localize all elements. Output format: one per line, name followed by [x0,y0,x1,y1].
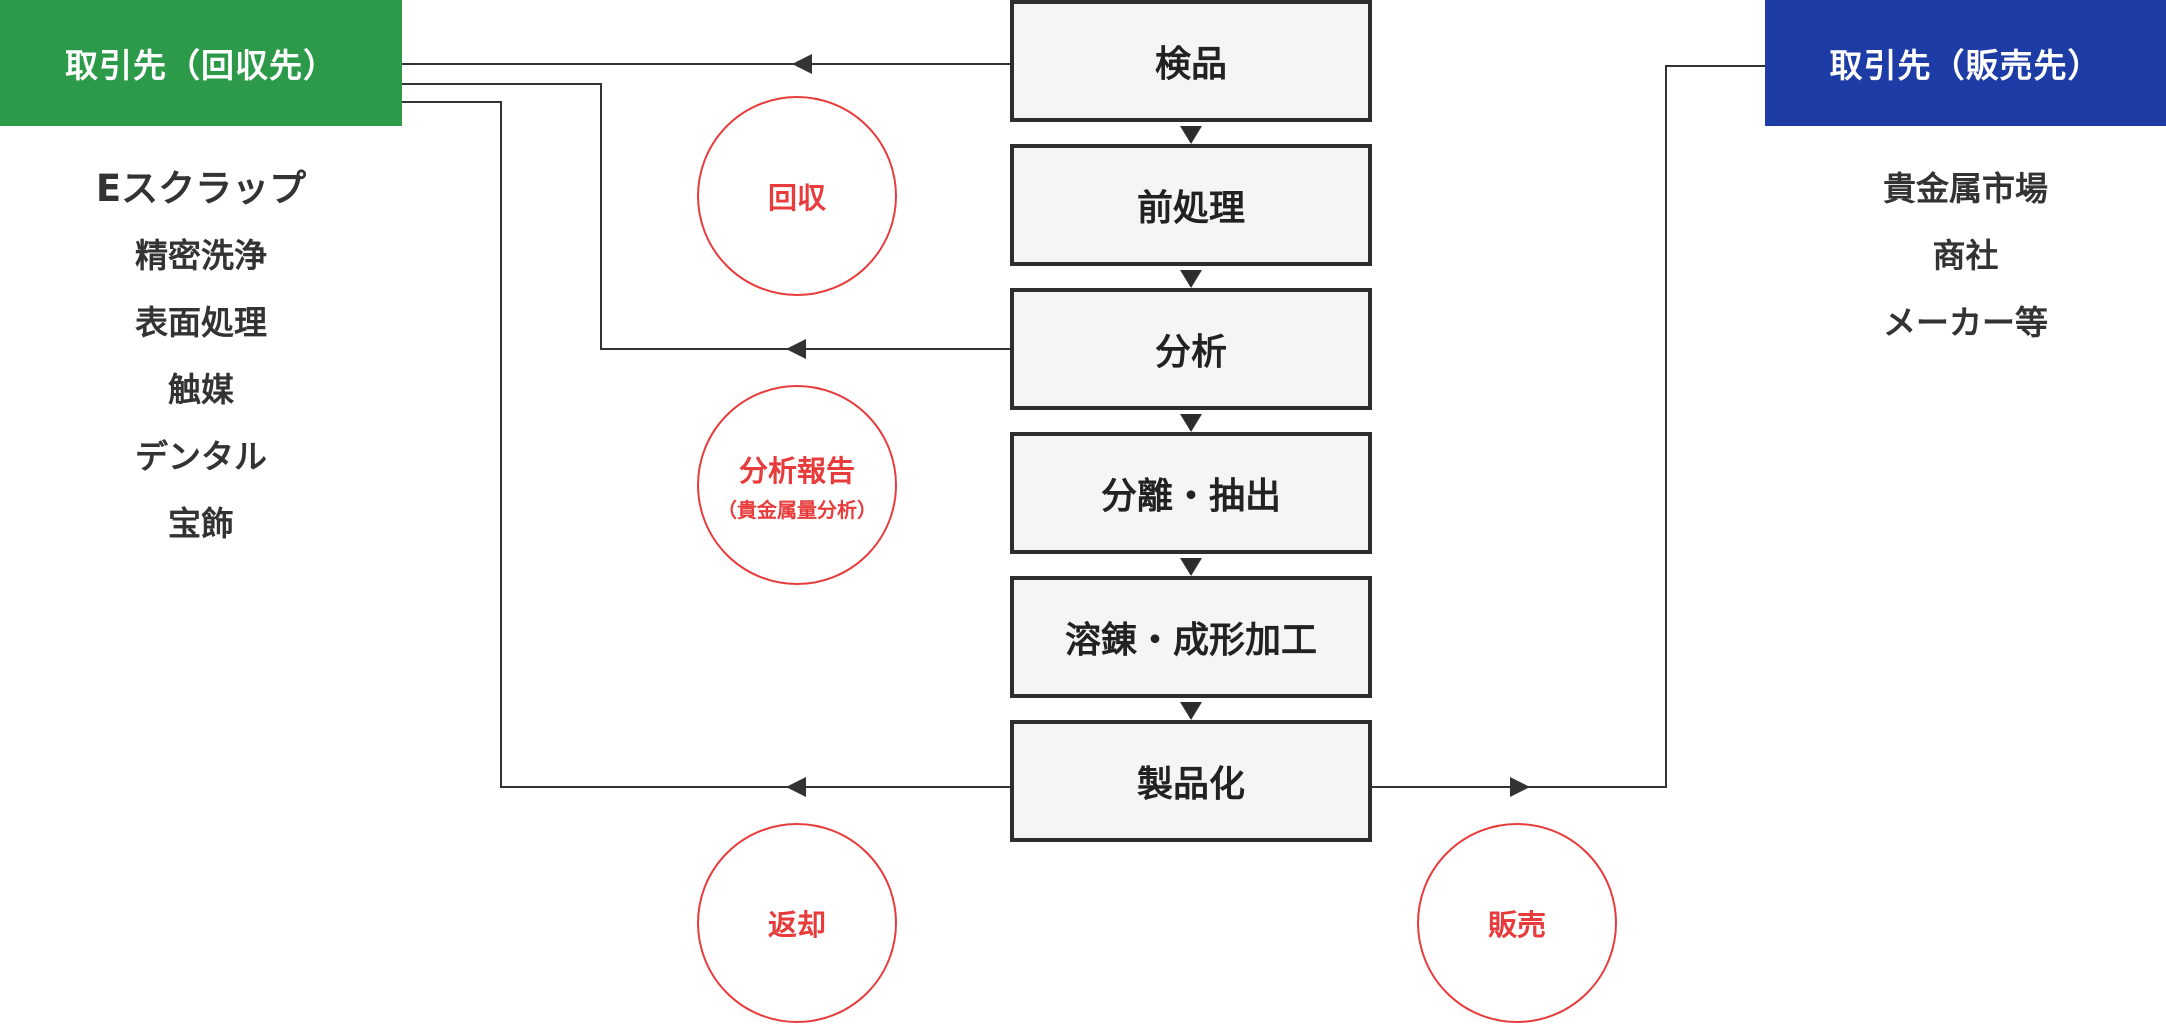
arrowhead-down-icon [1180,414,1202,432]
sell-circle: 販売 [1417,823,1617,1023]
step-label: 溶錬・成形加工 [1064,620,1317,661]
connector-product-to-sales [1372,65,1765,788]
arrowhead-down-icon [1180,126,1202,144]
step-label: 分離・抽出 [1100,476,1281,517]
collect-partner-label: 取引先（回収先） [65,46,337,85]
arrowhead-right-icon [792,54,812,74]
collect-partner-header: 取引先（回収先） [0,0,402,126]
step-label: 製品化 [1136,764,1245,805]
circle-label: 回収 [767,181,826,215]
circle-label: 分析報告 [738,453,855,488]
arrowhead-down-icon [1180,558,1202,576]
arrowhead-left-icon [786,339,806,359]
step-inspection: 検品 [1010,0,1372,122]
circle-label: 販売 [1487,908,1546,942]
step-pretreatment: 前処理 [1010,144,1372,266]
step-label: 分析 [1154,332,1227,373]
connector-product-return-to-client [402,101,1010,788]
analysis-report-circle: 分析報告 （貴金属量分析） [697,385,897,585]
sales-partner-header: 取引先（販売先） [1765,0,2166,126]
list-item: Eスクラップ [95,167,307,210]
sales-partner-label: 取引先（販売先） [1829,46,2102,85]
step-label: 検品 [1154,44,1227,85]
list-item: 触媒 [168,370,234,409]
step-productization: 製品化 [1010,720,1372,842]
list-item: メーカー等 [1883,303,2048,342]
step-separation-extraction: 分離・抽出 [1010,432,1372,554]
step-label: 前処理 [1136,188,1245,229]
list-item: デンタル [135,437,267,476]
list-item: 宝飾 [168,504,234,543]
step-smelting-forming: 溶錬・成形加工 [1010,576,1372,698]
collect-partner-list: Eスクラップ 精密洗浄 表面処理 触媒 デンタル 宝飾 [0,155,402,557]
step-analysis: 分析 [1010,288,1372,410]
arrowhead-down-icon [1180,702,1202,720]
list-item: 精密洗浄 [135,236,267,275]
list-item: 表面処理 [135,303,267,342]
list-item: 商社 [1932,236,1999,275]
list-item: 貴金属市場 [1883,169,2048,208]
collect-circle: 回収 [697,96,897,296]
arrowhead-left-icon [786,777,806,797]
circle-sublabel: （貴金属量分析） [717,497,877,522]
return-circle: 返却 [697,823,897,1023]
arrowhead-down-icon [1180,270,1202,288]
arrowhead-right-icon [1510,777,1530,797]
circle-label: 返却 [767,908,826,942]
sales-partner-list: 貴金属市場 商社 メーカー等 [1765,155,2166,356]
